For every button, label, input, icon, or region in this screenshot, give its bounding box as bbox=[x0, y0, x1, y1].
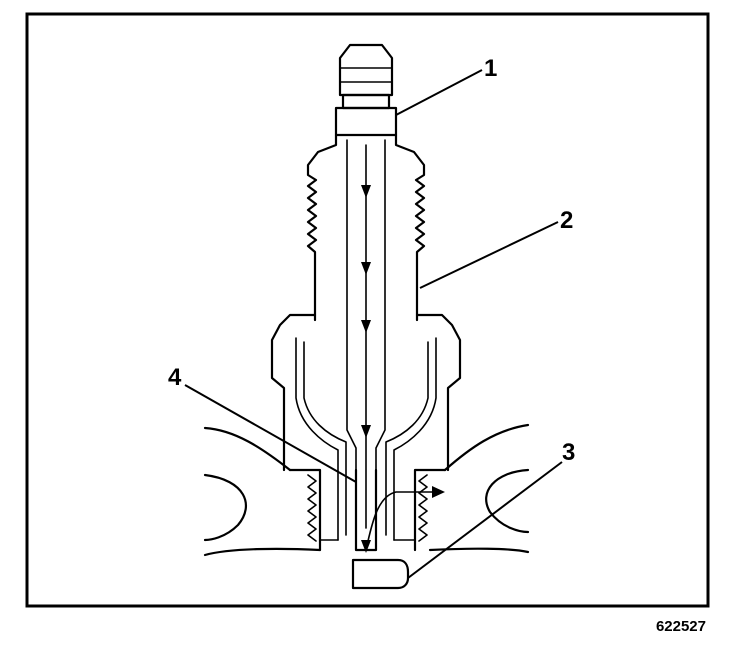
diagram-frame bbox=[25, 12, 710, 608]
callout-4-label: 4 bbox=[168, 364, 182, 391]
ground-electrode bbox=[351, 558, 410, 590]
spark-plug-terminal bbox=[334, 43, 398, 137]
callout-1-label: 1 bbox=[484, 55, 497, 82]
spark-plug-shell bbox=[270, 313, 462, 541]
figure-code: 622527 bbox=[656, 618, 706, 635]
leader-line-2 bbox=[419, 221, 559, 289]
cylinder-head bbox=[203, 423, 530, 557]
leader-line-3 bbox=[407, 461, 563, 579]
leader-line-4 bbox=[184, 384, 357, 483]
current-flow-arrows bbox=[361, 144, 445, 553]
spark-plug-insulator bbox=[306, 133, 426, 471]
callout-3-label: 3 bbox=[562, 439, 575, 466]
leader-line-1 bbox=[395, 69, 483, 116]
callout-2-label: 2 bbox=[560, 207, 573, 234]
